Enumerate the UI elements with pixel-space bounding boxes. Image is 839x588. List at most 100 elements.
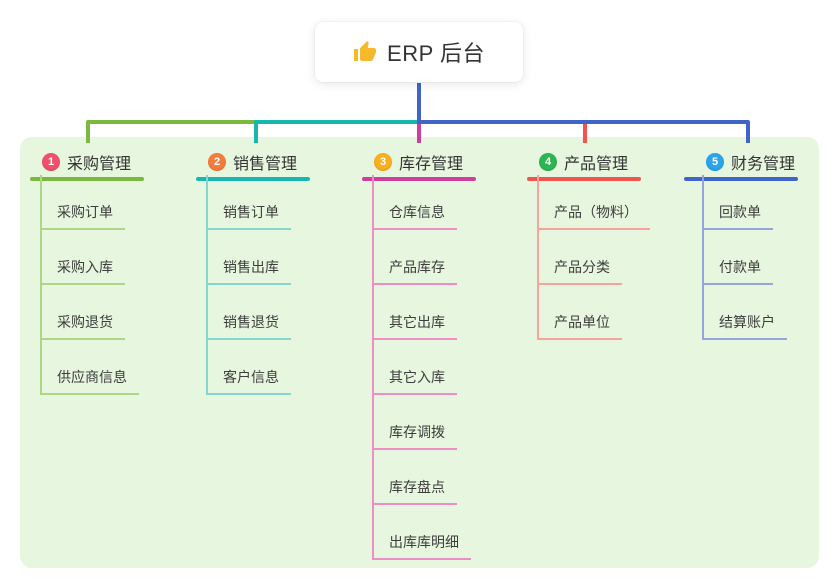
child-label: 回款单 [719,204,761,220]
branch-children: 销售订单 销售出库 销售退货 客户信息 [206,175,312,395]
branch-children: 回款单 付款单 结算账户 [702,175,800,340]
branch-trunk-line [206,175,208,395]
branch-trunk-line [40,175,42,395]
child-label: 仓库信息 [389,204,445,220]
branch-underline [527,177,641,181]
child-node[interactable]: 产品分类 [537,230,643,285]
branch-underline [30,177,144,181]
branch-sales-header[interactable]: 2 销售管理 [196,147,312,177]
child-underline: 销售退货 [206,312,291,340]
child-node[interactable]: 产品（物料） [537,175,650,230]
child-label: 付款单 [719,259,761,275]
child-node[interactable]: 供应商信息 [40,340,146,395]
branch-badge: 3 [374,153,392,171]
branch-inventory-header[interactable]: 3 库存管理 [362,147,478,177]
child-underline: 出库库明细 [372,532,471,560]
branch-trunk-line [372,175,374,560]
child-label: 库存盘点 [389,479,445,495]
child-node[interactable]: 销售退货 [206,285,312,340]
child-label: 采购订单 [57,204,113,220]
branch-label: 销售管理 [233,156,298,173]
branch-finance: 5 财务管理 回款单 付款单 结算账户 [684,147,800,340]
child-underline: 产品分类 [537,257,622,285]
branch-purchase-header[interactable]: 1 采购管理 [30,147,146,177]
child-label: 客户信息 [223,369,279,385]
branch-product-header[interactable]: 4 产品管理 [527,147,643,177]
child-underline: 其它出库 [372,312,457,340]
branch-label: 产品管理 [564,156,629,173]
child-node[interactable]: 客户信息 [206,340,312,395]
child-label: 采购入库 [57,259,113,275]
child-underline: 仓库信息 [372,202,457,230]
child-label: 其它出库 [389,314,445,330]
child-underline: 客户信息 [206,367,291,395]
child-label: 产品分类 [554,259,610,275]
child-underline: 产品库存 [372,257,457,285]
branch-trunk-line [702,175,704,340]
child-node[interactable]: 采购入库 [40,230,146,285]
child-node[interactable]: 库存盘点 [372,450,478,505]
child-underline: 其它入库 [372,367,457,395]
child-node[interactable]: 产品库存 [372,230,478,285]
child-label: 销售退货 [223,314,279,330]
branch-label: 库存管理 [399,156,464,173]
child-underline: 采购订单 [40,202,125,230]
child-node[interactable]: 回款单 [702,175,800,230]
child-underline: 产品单位 [537,312,622,340]
branch-label: 采购管理 [67,156,132,173]
child-underline: 销售出库 [206,257,291,285]
child-underline: 采购退货 [40,312,125,340]
child-label: 销售订单 [223,204,279,220]
branch-badge: 5 [706,153,724,171]
child-label: 销售出库 [223,259,279,275]
branch-badge: 4 [539,153,557,171]
child-node[interactable]: 库存调拨 [372,395,478,450]
branch-children: 产品（物料） 产品分类 产品单位 [537,175,650,340]
child-node[interactable]: 其它入库 [372,340,478,395]
thumbs-up-icon [354,41,377,61]
child-underline: 回款单 [702,202,773,230]
branch-inventory: 3 库存管理 仓库信息 产品库存 其它出库 [362,147,478,560]
branch-children: 仓库信息 产品库存 其它出库 其它入库 库存调拨 [372,175,478,560]
child-node[interactable]: 销售出库 [206,230,312,285]
child-node[interactable]: 付款单 [702,230,800,285]
child-underline: 结算账户 [702,312,787,340]
child-node[interactable]: 其它出库 [372,285,478,340]
child-label: 其它入库 [389,369,445,385]
child-label: 产品（物料） [554,204,638,220]
branch-badge: 2 [208,153,226,171]
branch-children: 采购订单 采购入库 采购退货 供应商信息 [40,175,146,395]
child-label: 产品单位 [554,314,610,330]
connector-branch-finance [417,83,750,143]
branch-underline [362,177,476,181]
child-node[interactable]: 采购订单 [40,175,146,230]
child-node[interactable]: 出库库明细 [372,505,478,560]
child-node[interactable]: 产品单位 [537,285,643,340]
branch-product: 4 产品管理 产品（物料） 产品分类 产品单位 [527,147,650,340]
child-node[interactable]: 采购退货 [40,285,146,340]
child-node[interactable]: 销售订单 [206,175,312,230]
child-underline: 供应商信息 [40,367,139,395]
branch-underline [684,177,798,181]
thumbs-up-icon-path [354,41,377,61]
branches-panel [20,137,819,568]
branch-finance-header[interactable]: 5 财务管理 [684,147,800,177]
branch-purchase: 1 采购管理 采购订单 采购入库 采购退货 [30,147,146,395]
branch-label: 财务管理 [731,156,796,173]
child-node[interactable]: 仓库信息 [372,175,478,230]
child-label: 库存调拨 [389,424,445,440]
child-underline: 采购入库 [40,257,125,285]
child-label: 产品库存 [389,259,445,275]
child-underline: 库存盘点 [372,477,457,505]
child-label: 出库库明细 [389,534,459,550]
branch-trunk-line [537,175,539,340]
child-node[interactable]: 结算账户 [702,285,800,340]
child-label: 供应商信息 [57,369,127,385]
child-underline: 产品（物料） [537,202,650,230]
child-underline: 销售订单 [206,202,291,230]
child-label: 结算账户 [719,314,775,330]
root-label: ERP 后台 [387,41,485,66]
branch-underline [196,177,310,181]
root-node[interactable]: ERP 后台 [315,22,523,82]
